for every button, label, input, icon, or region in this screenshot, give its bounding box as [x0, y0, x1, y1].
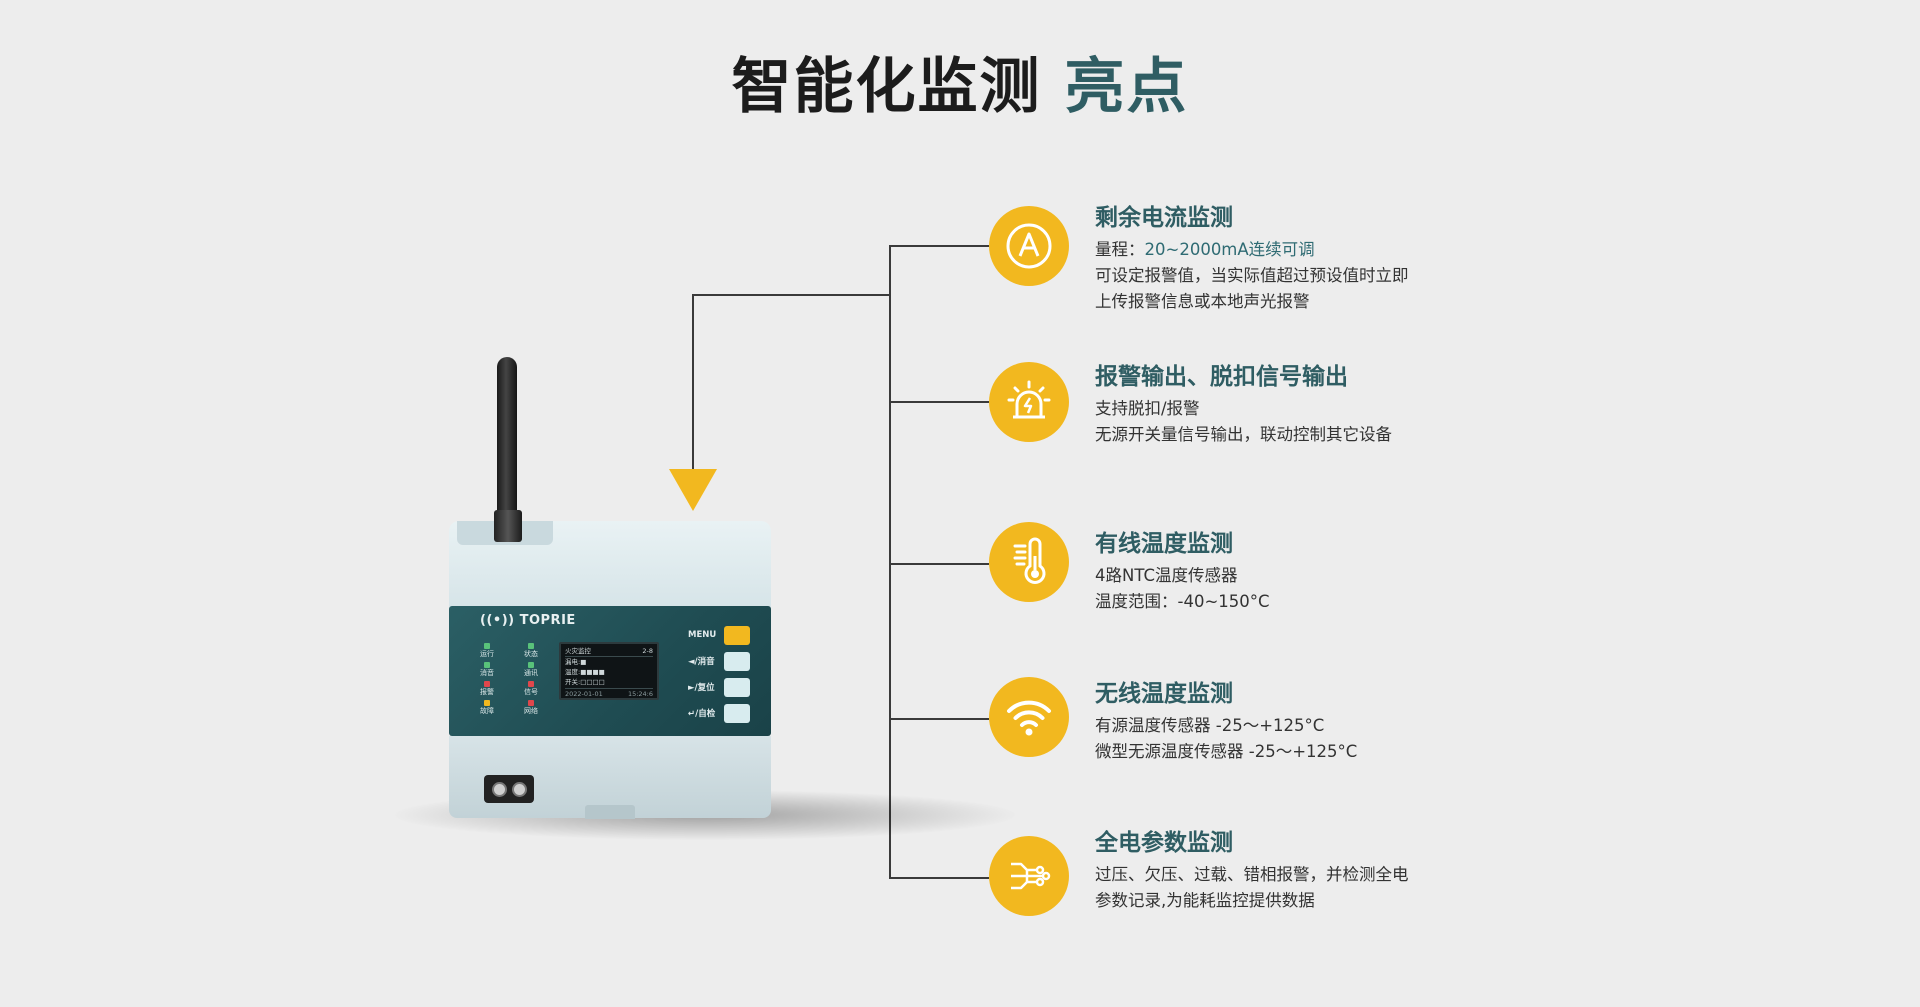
- arrow-down-icon: [669, 469, 717, 511]
- key-label-mute: ◄/消音: [688, 657, 715, 667]
- connector-to-device-v: [692, 294, 694, 471]
- led-indicator: 运行: [472, 643, 502, 659]
- feature-line: 可设定报警值，当实际值超过预设值时立即: [1095, 266, 1409, 285]
- circuit-icon: [989, 836, 1069, 916]
- led-indicator: 故障: [472, 700, 502, 716]
- din-rail-clip: [585, 805, 635, 819]
- title-main: 智能化监测: [731, 52, 1042, 122]
- feature-alarm-output: 报警输出、脱扣信号输出 支持脱扣/报警 无源开关量信号输出，联动控制其它设备: [1095, 362, 1515, 448]
- connector-branch-1: [889, 245, 989, 247]
- alarm-light-icon: [989, 362, 1069, 442]
- led-indicator: 消音: [472, 662, 502, 678]
- antenna: [497, 357, 517, 517]
- feature-line: 上传报警信息或本地声光报警: [1095, 292, 1310, 311]
- key-label-selftest: ↵/自检: [688, 709, 716, 719]
- connector-branch-2: [889, 401, 989, 403]
- feature-line: 无源开关量信号输出，联动控制其它设备: [1095, 425, 1392, 444]
- device-keypad: MENU ◄/消音 ►/复位 ↵/自检: [688, 622, 750, 726]
- feature-line: 支持脱扣/报警: [1095, 399, 1200, 418]
- feature-title: 无线温度监测: [1095, 681, 1233, 707]
- feature-line: 有源温度传感器 -25～+125°C: [1095, 716, 1325, 735]
- led-indicator: 状态: [516, 643, 546, 659]
- reset-key: [724, 677, 750, 697]
- led-indicator: 网络: [516, 700, 546, 716]
- feature-full-electric-params: 全电参数监测 过压、欠压、过载、错相报警，并检测全电 参数记录,为能耗监控提供数…: [1095, 828, 1515, 914]
- feature-title: 有线温度监测: [1095, 531, 1233, 557]
- feature-line: 温度范围：-40~150°C: [1095, 592, 1270, 611]
- connector-branch-3: [889, 563, 989, 565]
- selftest-key: [724, 703, 750, 723]
- thermometer-icon: [989, 522, 1069, 602]
- led-indicator: 通讯: [516, 662, 546, 678]
- connector-to-device-h: [692, 294, 890, 296]
- feature-residual-current: 剩余电流监测 量程：20~2000mA连续可调 可设定报警值，当实际值超过预设值…: [1095, 203, 1515, 315]
- title-highlight: 亮点: [1064, 52, 1189, 122]
- feature-title: 全电参数监测: [1095, 830, 1233, 856]
- key-label-menu: MENU: [688, 630, 717, 640]
- screw-icon: [511, 781, 527, 797]
- wiring-terminal: [484, 775, 534, 803]
- feature-line: 参数记录,为能耗监控提供数据: [1095, 891, 1315, 910]
- connector-vertical-main: [889, 245, 891, 879]
- connector-branch-4: [889, 718, 989, 720]
- feature-wireless-temperature: 无线温度监测 有源温度传感器 -25～+125°C 微型无源温度传感器 -25～…: [1095, 679, 1515, 765]
- antenna-base: [494, 510, 522, 542]
- feature-line: 过压、欠压、过载、错相报警，并检测全电: [1095, 865, 1409, 884]
- feature-line: 量程：20~2000mA连续可调: [1095, 240, 1315, 259]
- key-label-reset: ►/复位: [688, 683, 715, 693]
- feature-title: 剩余电流监测: [1095, 205, 1233, 231]
- feature-line: 微型无源温度传感器 -25～+125°C: [1095, 742, 1358, 761]
- connector-branch-5: [889, 877, 989, 879]
- ammeter-icon: [989, 206, 1069, 286]
- page-title: 智能化监测 亮点: [0, 38, 1920, 125]
- brand-logo: ((•)) TOPRIE: [480, 613, 576, 628]
- menu-key: [724, 625, 750, 645]
- mute-key: [724, 651, 750, 671]
- screw-icon: [491, 781, 507, 797]
- wifi-icon: [989, 677, 1069, 757]
- feature-wired-temperature: 有线温度监测 4路NTC温度传感器 温度范围：-40~150°C: [1095, 529, 1515, 615]
- feature-line: 4路NTC温度传感器: [1095, 566, 1238, 585]
- led-indicator: 信号: [516, 681, 546, 697]
- feature-title: 报警输出、脱扣信号输出: [1095, 364, 1348, 390]
- led-indicator-panel: 运行 状态 消音 通讯 报警 信号 故障 网络: [472, 643, 552, 719]
- led-indicator: 报警: [472, 681, 502, 697]
